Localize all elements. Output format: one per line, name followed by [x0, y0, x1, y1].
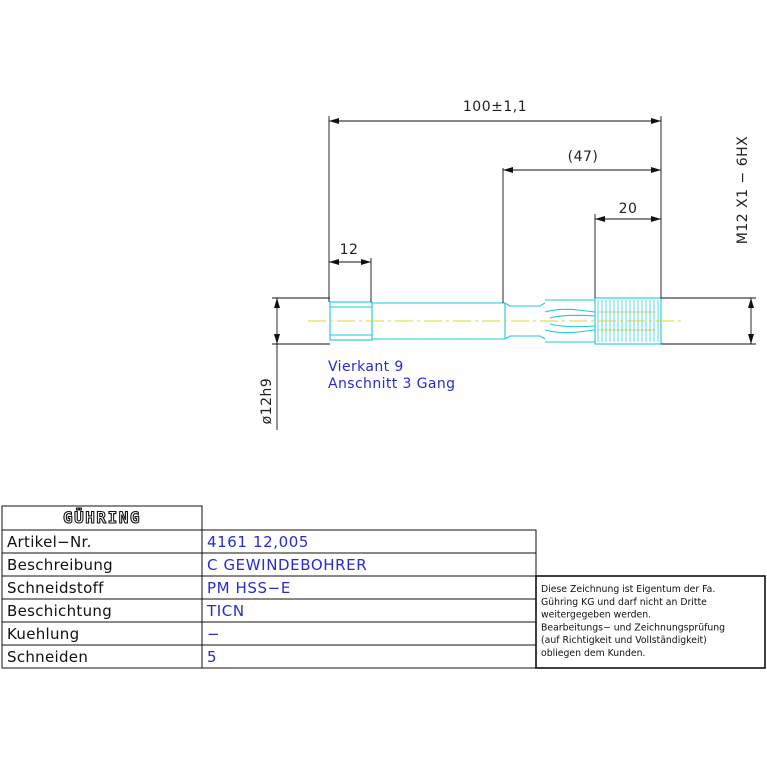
brand-logo: GÜHRING [63, 508, 141, 527]
dim-shank-length: (47) [568, 149, 599, 165]
note-square: Vierkant 9 [328, 359, 404, 375]
dim-thread-length: 20 [619, 201, 638, 217]
title-block-label: Schneidstoff [7, 579, 104, 597]
legal-line: Bearbeitungs− und Zeichnungsprüfung [541, 622, 725, 633]
legal-line: weitergegeben werden. [541, 610, 651, 621]
note-chamfer: Anschnitt 3 Gang [328, 376, 455, 392]
title-block-label: Kuehlung [7, 625, 79, 643]
dim-overall-length: 100±1,1 [463, 99, 527, 115]
title-block-label: Schneiden [7, 648, 88, 666]
legal-line: obliegen dem Kunden. [541, 648, 645, 659]
dim-thread-spec: M12 X1 − 6HX [735, 136, 751, 245]
legal-notice-box [535, 575, 766, 669]
title-block-value: C GEWINDEBOHRER [207, 556, 367, 574]
dimension-lines [272, 116, 756, 430]
legal-notice: Diese Zeichnung ist Eigentum der Fa. Gühr… [541, 584, 725, 659]
tap-tool [329, 297, 662, 345]
title-block-value: 5 [207, 648, 217, 666]
title-block-value: − [207, 625, 220, 643]
title-block-label: Artikel−Nr. [7, 533, 92, 551]
title-block-value: TICN [206, 602, 245, 620]
legal-line: (auf Richtigkeit und Vollständigkeit) [541, 635, 707, 646]
dim-square-length: 12 [340, 242, 359, 258]
title-block [1, 505, 766, 669]
legal-line: Gühring KG und darf nicht an Dritte [541, 597, 707, 608]
dim-shank-diameter: ø12h9 [259, 378, 275, 425]
title-block-label: Beschreibung [7, 556, 113, 574]
title-block-value: PM HSS−E [207, 579, 291, 597]
thread-hatching [598, 311, 655, 331]
legal-line: Diese Zeichnung ist Eigentum der Fa. [541, 584, 715, 595]
title-block-value: 4161 12,005 [207, 533, 309, 551]
title-block-label: Beschichtung [7, 602, 112, 620]
